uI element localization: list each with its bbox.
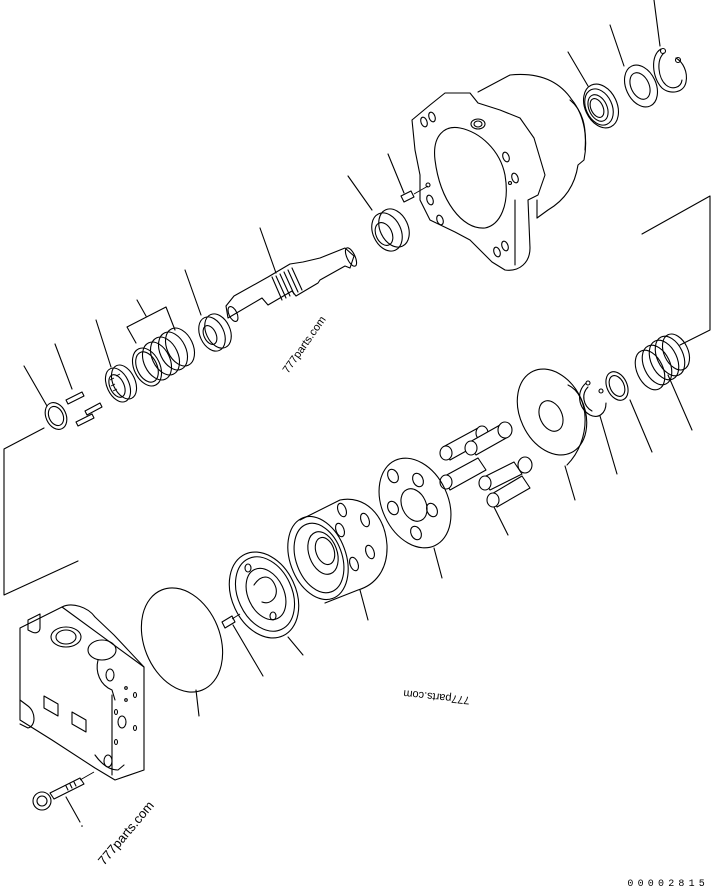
leader-line: [567, 51, 589, 87]
leader-line: [359, 589, 369, 621]
cylinder-block[interactable]: [277, 498, 388, 621]
washer-top[interactable]: [609, 24, 664, 112]
watermark-3: 777parts.com: [95, 798, 157, 868]
bearing-front[interactable]: [347, 175, 415, 256]
leader-line: [287, 636, 304, 656]
pistons[interactable]: [439, 421, 533, 536]
leader-line: [599, 415, 618, 475]
pin-valve[interactable]: [221, 613, 264, 677]
leader-line: [54, 343, 73, 390]
leader-line: [433, 547, 443, 579]
leader-line: [126, 299, 176, 344]
leader-line: [184, 269, 202, 316]
leader-line: [492, 504, 509, 536]
leader-line: [609, 24, 625, 67]
retainer-plate[interactable]: [365, 446, 465, 579]
oil-seal[interactable]: [567, 51, 625, 134]
needle-bearing[interactable]: [95, 319, 142, 406]
leader-line: [629, 399, 653, 453]
document-number: 00002815: [627, 879, 709, 890]
ring-left[interactable]: [23, 365, 71, 433]
leader-line: [232, 624, 264, 677]
stray-dot: [81, 825, 83, 827]
leader-line: [564, 465, 576, 501]
snap-ring-right[interactable]: [579, 380, 618, 475]
dowel-pin-housing[interactable]: [387, 153, 431, 203]
leader-line: [347, 175, 373, 211]
bearing-rear[interactable]: [184, 269, 236, 355]
leader-line: [259, 227, 277, 274]
leader-line: [653, 0, 661, 47]
spring-right[interactable]: [629, 330, 695, 431]
ring-right[interactable]: [602, 368, 653, 453]
watermark-1: 777parts.com: [281, 314, 329, 375]
valve-plate[interactable]: [216, 541, 312, 656]
swash-plate[interactable]: [504, 358, 600, 501]
spring-set[interactable]: [126, 299, 200, 391]
leader-line: [667, 374, 693, 431]
leader-line: [23, 365, 48, 407]
pins[interactable]: [54, 343, 103, 427]
group-bracket-right: [641, 195, 711, 346]
leader-line: [387, 153, 405, 194]
watermark-2: 777parts.com: [403, 687, 471, 706]
snap-ring-top[interactable]: [653, 0, 687, 93]
o-ring[interactable]: [127, 576, 238, 717]
leader-line: [195, 689, 200, 717]
housing[interactable]: [411, 73, 587, 271]
leader-line: [95, 319, 112, 368]
bolt[interactable]: [32, 771, 95, 823]
leader-line: [65, 796, 81, 823]
group-bracket-left: [3, 427, 79, 596]
end-cover[interactable]: [19, 604, 145, 781]
shaft[interactable]: [225, 227, 359, 323]
